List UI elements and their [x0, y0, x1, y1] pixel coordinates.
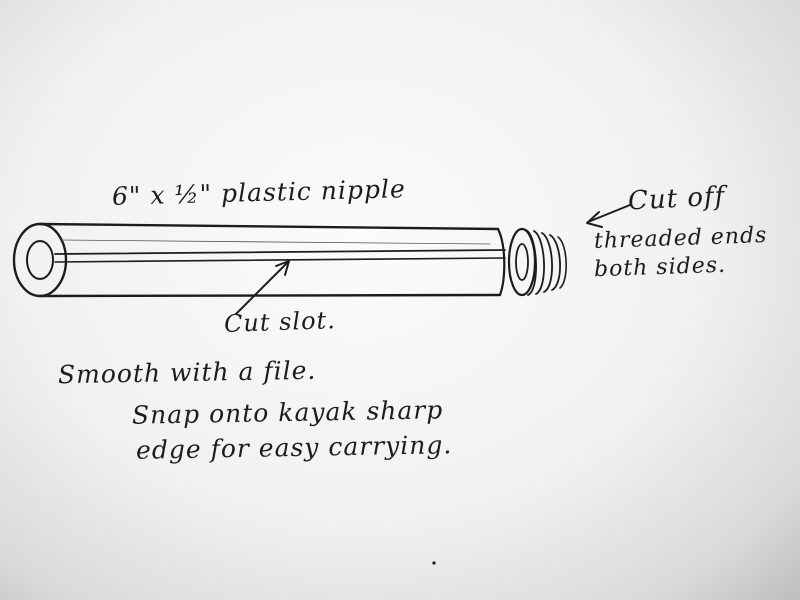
pipe-slot-line	[54, 249, 506, 255]
thread-5	[557, 236, 567, 289]
threaded-end-bore	[515, 243, 529, 281]
pipe-cut-end	[496, 227, 506, 297]
cutoff-arrow	[587, 204, 631, 223]
slot-arrow	[235, 261, 289, 315]
instruction-line: edge for easy carrying.	[135, 430, 453, 465]
pipe-left-bore	[26, 240, 54, 280]
pipe-bottom-edge	[38, 293, 502, 298]
cut-slot-label: Cut slot.	[223, 306, 337, 338]
thread-4	[549, 234, 561, 291]
pipe-left-end	[12, 222, 68, 298]
pipe-highlight	[59, 239, 491, 245]
pipe-slot-line-2	[54, 257, 506, 263]
pipe-top-edge	[38, 222, 500, 231]
cutoff-label: Cut off	[627, 181, 726, 217]
thread-1	[525, 229, 537, 296]
cutoff-arrow-head	[586, 211, 603, 228]
instruction-line: Snap onto kayak sharp	[131, 395, 444, 430]
instruction-line: Smooth with a file.	[57, 355, 317, 390]
ink-dot	[432, 561, 436, 565]
both-sides-label: both sides.	[593, 252, 727, 283]
threaded-end-face	[507, 227, 537, 297]
slot-arrow-head	[275, 260, 290, 276]
thread-2	[533, 230, 545, 295]
thread-3	[541, 232, 553, 293]
